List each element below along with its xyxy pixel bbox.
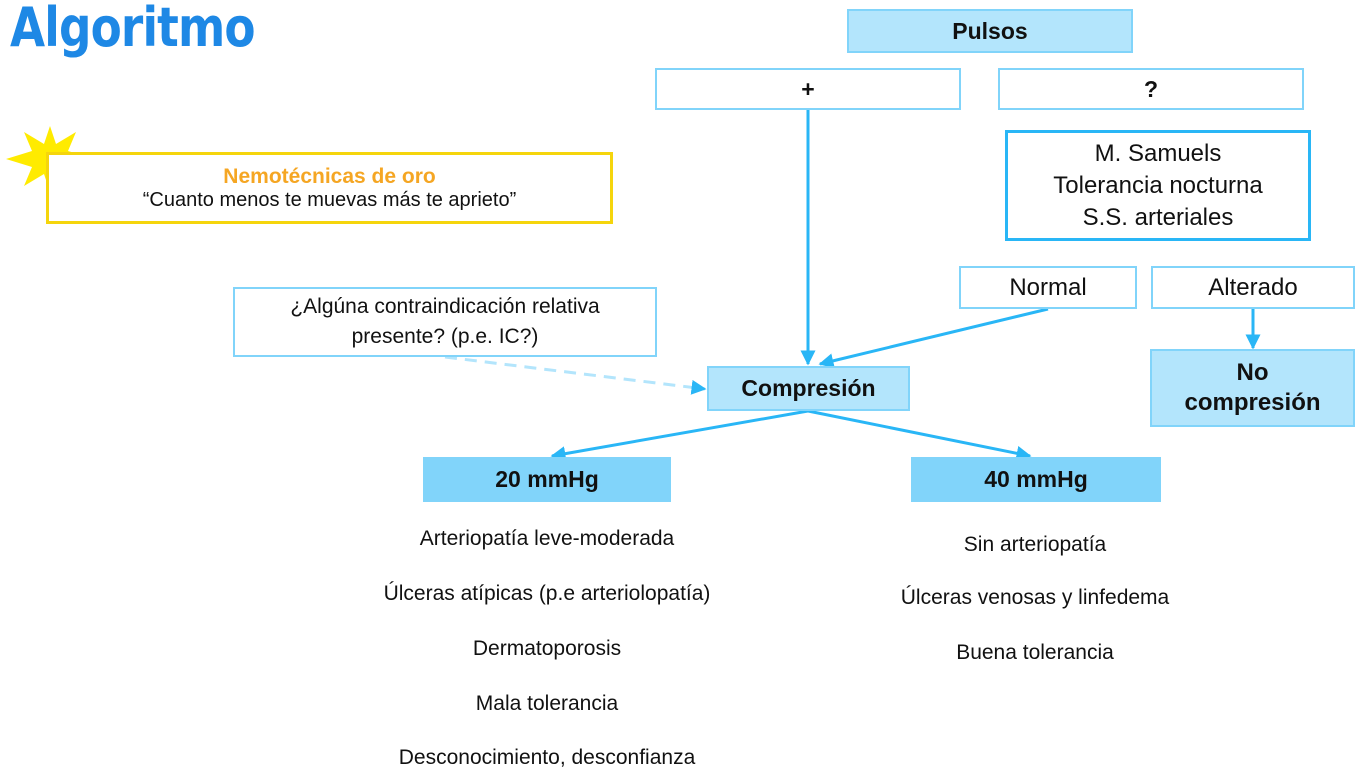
page-title: Algoritmo	[10, 0, 256, 59]
mnemonic-box: Nemotécnicas de oro “Cuanto menos te mue…	[46, 152, 613, 224]
contraindication-node: ¿Algúna contraindicación relativa presen…	[233, 287, 657, 357]
no-compresion-node: No compresión	[1150, 349, 1355, 427]
pressure-20-node: 20 mmHg	[423, 457, 671, 502]
arrow-compresion-to-40	[807, 409, 1032, 461]
list-40-item: Úlceras venosas y linfedema	[900, 586, 1170, 609]
test-item: M. Samuels	[1094, 139, 1222, 167]
list-40-item: Sin arteriopatía	[963, 533, 1107, 556]
arrow-normal-to-compresion	[818, 307, 1049, 369]
alterado-node: Alterado	[1151, 266, 1355, 309]
arrow-compresion-to-20	[550, 409, 809, 462]
normal-node: Normal	[959, 266, 1137, 309]
mnemonic-title: Nemotécnicas de oro	[223, 164, 436, 188]
tests-node: M. Samuels Tolerancia nocturna S.S. arte…	[1005, 130, 1311, 241]
list-40-item: Buena tolerancia	[956, 641, 1114, 664]
list-20-item: Desconocimiento, desconfianza	[398, 746, 696, 769]
list-20-item: Dermatoporosis	[472, 637, 622, 660]
list-20-item: Mala tolerancia	[475, 692, 619, 715]
arrow-contra-to-compresion	[444, 355, 707, 395]
compresion-node: Compresión	[707, 366, 910, 411]
pulse-unknown-node: ?	[998, 68, 1304, 110]
pulsos-node: Pulsos	[847, 9, 1133, 53]
pulse-positive-node: +	[655, 68, 961, 110]
mnemonic-quote: “Cuanto menos te muevas más te aprieto”	[142, 188, 517, 211]
test-item: Tolerancia nocturna	[1053, 171, 1263, 199]
pressure-40-node: 40 mmHg	[911, 457, 1161, 502]
list-20-item: Úlceras atípicas (p.e arteriolopatía)	[383, 582, 711, 605]
list-20-item: Arteriopatía leve-moderada	[419, 527, 675, 550]
test-item: S.S. arteriales	[1082, 203, 1234, 231]
